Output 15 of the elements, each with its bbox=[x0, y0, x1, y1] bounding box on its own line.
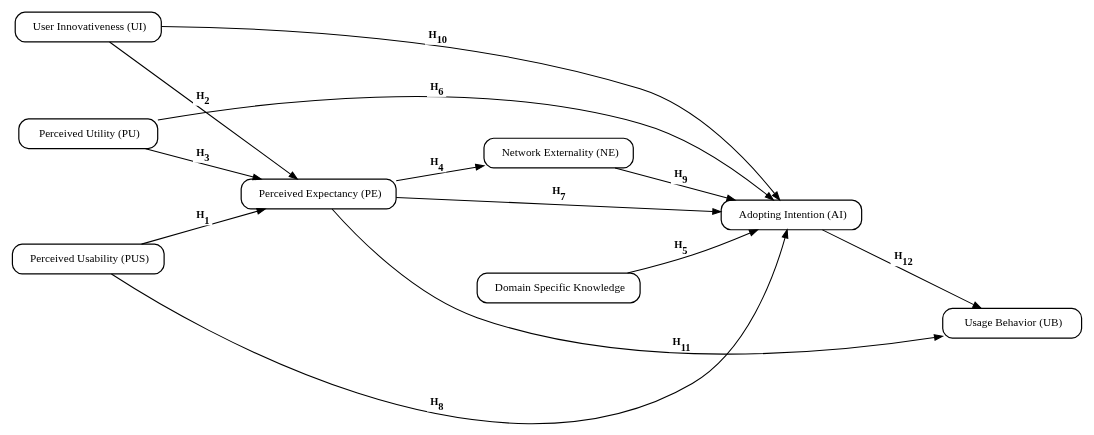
arrow bbox=[821, 228, 983, 309]
node-box: Adopting Intention (AI) bbox=[720, 198, 863, 230]
node-box: Domain Specific Knowledge bbox=[476, 271, 641, 303]
node-box: Usage Behavior (UB) bbox=[942, 307, 1083, 339]
arrow bbox=[395, 163, 486, 181]
node-box: Perceived Usability (PUS) bbox=[11, 243, 165, 274]
node-box: Network Externality (NE) bbox=[483, 137, 634, 169]
arrow bbox=[109, 41, 299, 180]
node-box: User Innovativeness (UI) bbox=[14, 11, 162, 42]
node-box: Perceived Expectancy (PE) bbox=[240, 178, 397, 209]
node-box: Perceived Utility (PU) bbox=[18, 117, 159, 149]
arrow bbox=[145, 147, 263, 180]
arrow bbox=[110, 227, 789, 424]
arrow bbox=[627, 228, 760, 274]
arrow bbox=[395, 196, 723, 215]
